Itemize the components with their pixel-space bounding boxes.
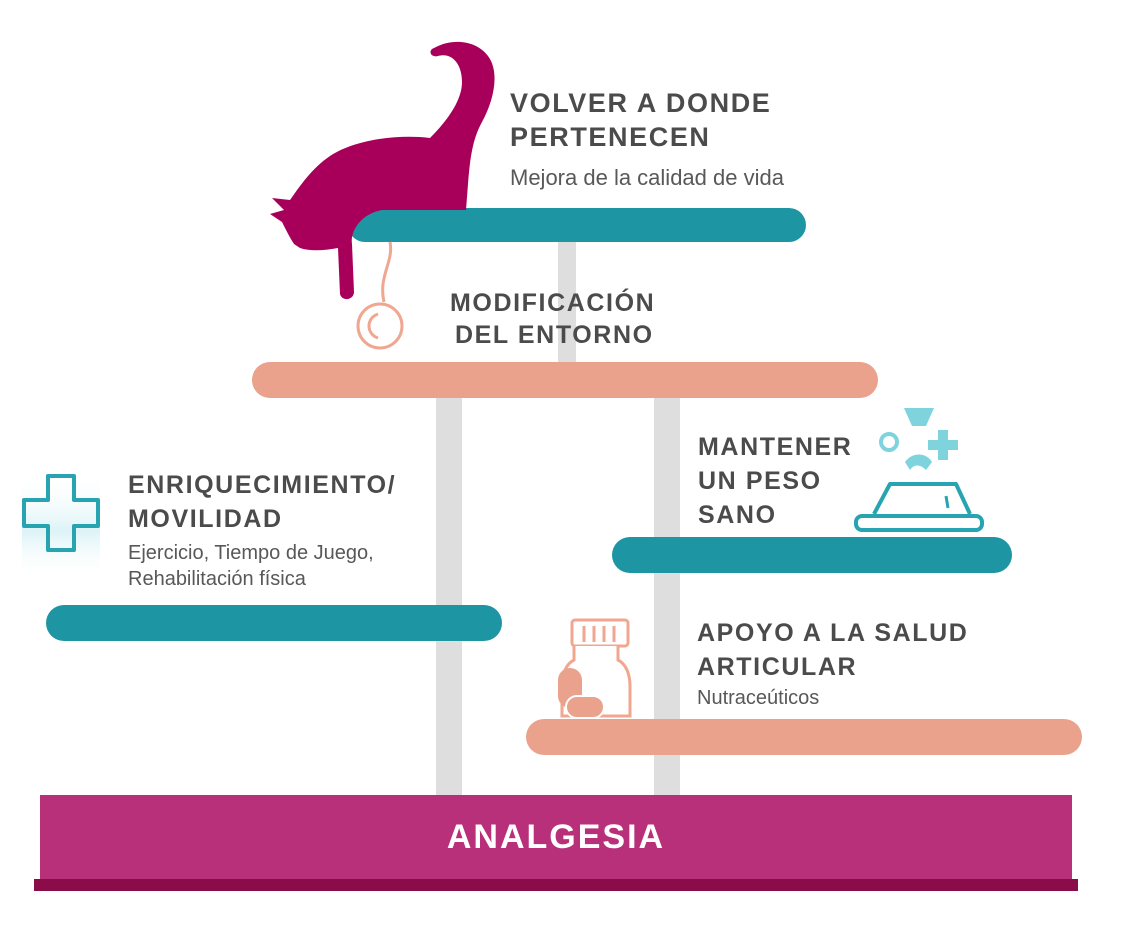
enrichment-title-line1: ENRIQUECIMIENTO/ [128, 471, 397, 499]
enrichment-subtitle-line2: Rehabilitación física [128, 568, 306, 590]
top-title-line1: VOLVER A DONDE [510, 88, 772, 118]
base-label: ANALGESIA [446, 818, 666, 856]
base-shadow [34, 879, 1078, 891]
weight-title-line2: UN PESO [698, 467, 822, 495]
pole-center-top [558, 236, 576, 368]
enrichment-subtitle-line1: Ejercicio, Tiempo de Juego, [128, 542, 374, 564]
joint-subtitle: Nutraceúticos [697, 687, 820, 709]
top-subtitle: Mejora de la calidad de vida [510, 165, 784, 190]
shelf-joint [526, 719, 1082, 755]
enrichment-title-line2: MOVILIDAD [128, 505, 283, 533]
shelf-top [348, 208, 806, 242]
shelf-environment [252, 362, 878, 398]
environment-title-line1: MODIFICACIÓN [450, 289, 656, 317]
joint-title-line2: ARTICULAR [697, 653, 858, 681]
base-block [40, 795, 1072, 879]
weight-title-line3: SANO [698, 501, 777, 529]
top-title-line2: PERTENECEN [510, 122, 711, 152]
pole-left [436, 394, 462, 795]
joint-title-line1: APOYO A LA SALUD [697, 619, 969, 647]
shelf-enrichment [46, 605, 502, 641]
weight-title-line1: MANTENER [698, 433, 853, 461]
shelf-weight [612, 537, 1012, 573]
environment-title-line2: DEL ENTORNO [455, 321, 654, 349]
